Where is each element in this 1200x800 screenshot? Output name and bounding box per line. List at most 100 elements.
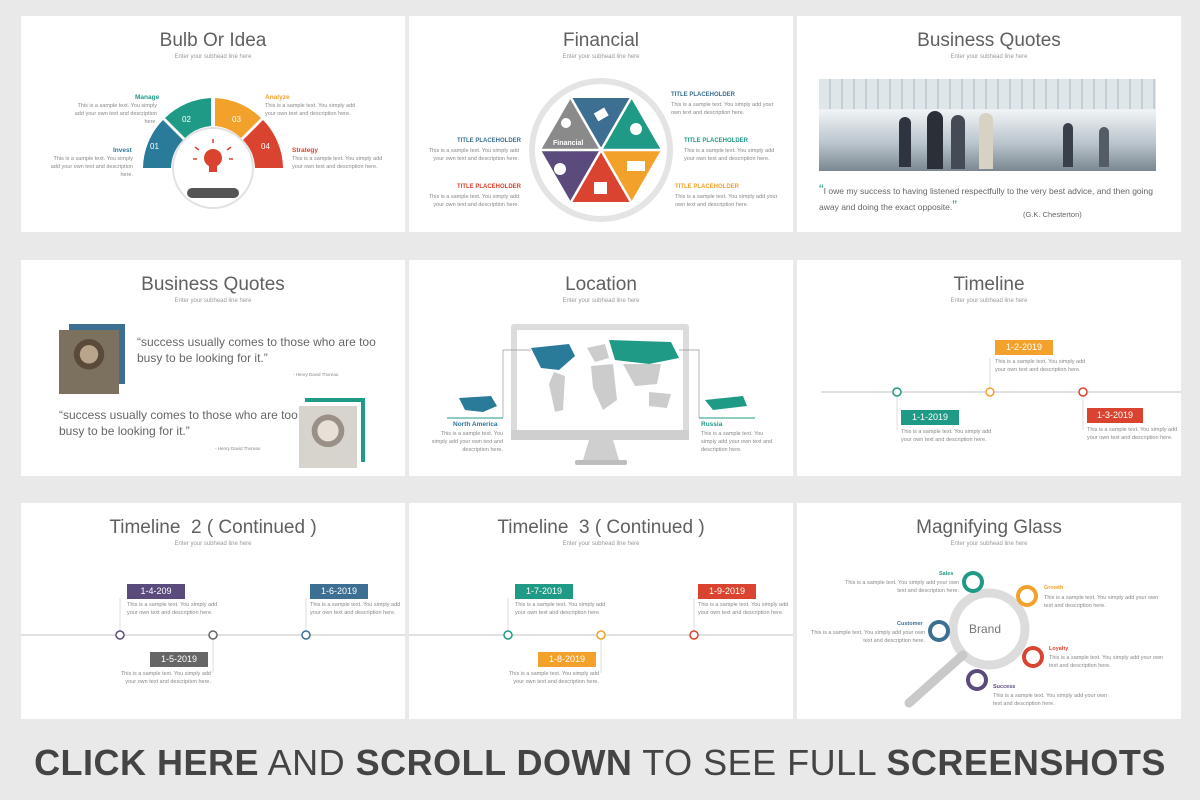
footer-emphasis: SCROLL DOWN	[355, 742, 633, 783]
russia-shape	[705, 396, 747, 410]
item-description: This is a sample text. You simply add yo…	[1049, 655, 1164, 669]
item-label: Customer	[897, 621, 923, 627]
item-description: This is a sample text. You simply add yo…	[50, 156, 133, 178]
placeholder-text: This is a sample text. You simply add yo…	[684, 148, 775, 162]
bulb-diagram	[143, 98, 283, 209]
portrait-frame	[305, 398, 365, 462]
close-quote-icon: ”	[952, 197, 957, 213]
step-number: 04	[261, 142, 270, 151]
placeholder-text: This is a sample text. You simply add yo…	[671, 102, 774, 116]
slide-magnifying-glass[interactable]: Magnifying Glass Enter your subhead line…	[797, 503, 1181, 719]
slide-business-quotes-photo[interactable]: Business Quotes Enter your subhead line …	[797, 16, 1181, 232]
placeholder-text: This is a sample text. You simply add yo…	[428, 194, 519, 208]
step-number: 02	[182, 115, 191, 124]
financial-hexagon	[529, 78, 673, 222]
slide-location[interactable]: Location Enter your subhead line here No…	[409, 260, 793, 476]
item-label: Loyalty	[1049, 646, 1069, 652]
slide-subhead: Enter your subhead line here	[562, 298, 640, 304]
slide-title: Location	[565, 274, 637, 295]
item-description: This is a sample text. You simply add yo…	[74, 103, 157, 125]
timeline-line	[821, 358, 1181, 430]
placeholder-title: TITLE PLACEHOLDER	[671, 92, 735, 98]
slide-title: Timeline 2 ( Continued )	[109, 517, 317, 538]
timeline-description: This is a sample text. You simply add yo…	[120, 671, 211, 685]
slide-subhead: Enter your subhead line here	[950, 298, 1028, 304]
step-number: 03	[232, 115, 241, 124]
timeline-date: 1-8-2019	[538, 652, 596, 667]
slide-title: Financial	[562, 30, 640, 51]
slide-subhead: Enter your subhead line here	[562, 541, 640, 547]
timeline-description: This is a sample text. You simply add yo…	[995, 359, 1086, 373]
item-label: Growth	[1044, 585, 1064, 591]
slide-subhead: Enter your subhead line here	[174, 54, 252, 60]
item-label: Success	[993, 684, 1016, 690]
cash-icon	[627, 161, 645, 171]
placeholder-title: TITLE PLACEHOLDER	[457, 184, 521, 190]
slide-bulb-or-idea[interactable]: Bulb Or Idea Enter your subhead line her…	[21, 16, 405, 232]
item-description: This is a sample text. You simply add yo…	[1044, 595, 1159, 609]
footer-text: TO SEE FULL	[632, 742, 887, 783]
slide-timeline-3[interactable]: Timeline 3 ( Continued ) Enter your subh…	[409, 503, 793, 719]
quote-text: “success usually comes to those who are …	[137, 335, 376, 365]
item-label: Invest	[113, 147, 132, 154]
north-america-shape	[459, 396, 497, 412]
home-dollar-icon	[594, 182, 607, 194]
slide-title: Timeline 3 ( Continued )	[497, 517, 705, 538]
timeline-description: This is a sample text. You simply add yo…	[127, 602, 218, 616]
timeline-line	[409, 598, 793, 673]
item-description: This is a sample text. You simply add yo…	[292, 156, 383, 170]
slide-subhead: Enter your subhead line here	[950, 54, 1028, 60]
slide-subhead: Enter your subhead line here	[174, 541, 252, 547]
placeholder-text: This is a sample text. You simply add yo…	[428, 148, 519, 162]
timeline-line	[21, 598, 405, 673]
business-team-photo	[819, 79, 1156, 171]
timeline-description: This is a sample text. You simply add yo…	[515, 602, 606, 616]
timeline-description: This is a sample text. You simply add yo…	[508, 671, 599, 685]
slide-title: Timeline	[953, 274, 1025, 295]
monitor-map	[447, 324, 755, 465]
magnifying-glass-icon	[904, 571, 1044, 708]
placeholder-title: TITLE PLACEHOLDER	[457, 138, 521, 144]
timeline-description: This is a sample text. You simply add yo…	[1087, 427, 1178, 441]
item-description: This is a sample text. You simply add yo…	[810, 630, 925, 644]
slide-business-quotes-portraits[interactable]: Business Quotes Enter your subhead line …	[21, 260, 405, 476]
item-description: This is a sample text. You simply add yo…	[265, 103, 356, 117]
slide-title: Magnifying Glass	[916, 517, 1062, 538]
item-description: This is a sample text. You simply add yo…	[844, 580, 959, 594]
click-here-link[interactable]: CLICK HERE	[34, 742, 260, 783]
footer-call-to-action[interactable]: CLICK HERE AND SCROLL DOWN TO SEE FULL S…	[0, 742, 1200, 784]
quote-author: (G.K. Chesterton)	[1023, 210, 1082, 219]
footer-text: AND	[259, 742, 356, 783]
slide-financial[interactable]: Financial Enter your subhead line here F…	[409, 16, 793, 232]
item-label: Manage	[135, 94, 160, 101]
slide-title: Bulb Or Idea	[159, 30, 267, 51]
brand-label: Brand	[969, 622, 1002, 636]
timeline-description: This is a sample text. You simply add yo…	[698, 602, 789, 616]
quote-text: “I owe my success to having listened res…	[819, 182, 1164, 214]
slide-timeline[interactable]: Timeline Enter your subhead line here 1-…	[797, 260, 1181, 476]
region-description: This is a sample text. You simply add yo…	[431, 431, 503, 453]
timeline-date: 1-7-2019	[515, 584, 573, 599]
timeline-date: 1-1-2019	[901, 410, 959, 425]
region-description: This is a sample text. You simply add yo…	[701, 431, 773, 453]
item-label: Sales	[939, 571, 954, 577]
portrait-elderly-man	[299, 406, 357, 468]
quote-author: - Henry David Thoreau	[215, 446, 261, 451]
quote-text: “success usually comes to those who are …	[59, 408, 298, 438]
slide-timeline-2[interactable]: Timeline 2 ( Continued ) Enter your subh…	[21, 503, 405, 719]
money-icon	[593, 107, 609, 122]
money-bag-icon	[630, 123, 642, 135]
region-label: Russia	[701, 421, 723, 428]
timeline-description: This is a sample text. You simply add yo…	[901, 429, 992, 443]
step-number: 01	[150, 142, 159, 151]
slide-title: Business Quotes	[917, 30, 1061, 51]
item-label: Strategy	[292, 147, 319, 154]
timeline-date: 1-5-2019	[150, 652, 208, 667]
placeholder-title: TITLE PLACEHOLDER	[684, 138, 748, 144]
quote-author: - Henry David Thoreau	[293, 372, 339, 377]
lightbulb-icon	[193, 139, 233, 172]
slide-subhead: Enter your subhead line here	[174, 298, 252, 304]
quote-body: I owe my success to having listened resp…	[819, 186, 1153, 212]
placeholder-title: TITLE PLACEHOLDER	[675, 184, 739, 190]
timeline-date: 1-3-2019	[1087, 408, 1143, 423]
